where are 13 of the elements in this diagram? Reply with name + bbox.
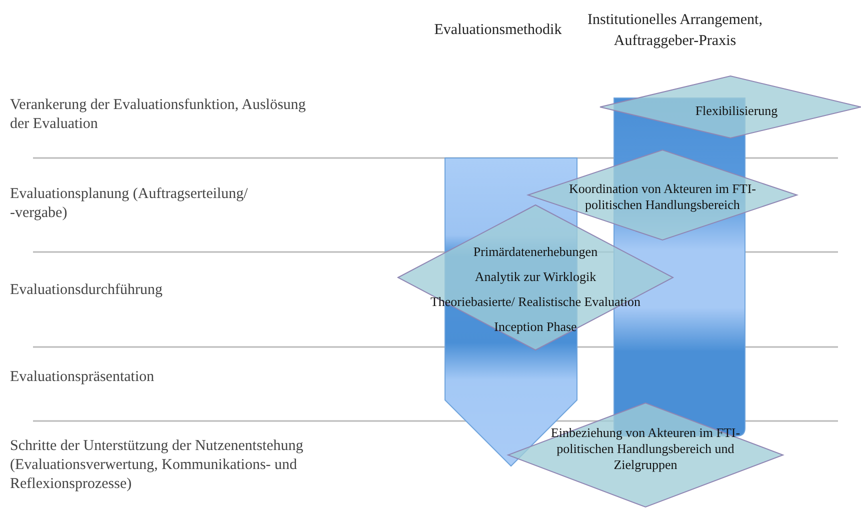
diamond-text: Primärdatenerhebungen xyxy=(473,244,598,260)
phase-label: Evaluationspräsentation xyxy=(10,368,156,387)
diamond-text: Einbeziehung von Akteuren im FTI-politischen Handlungsbereich und Zielgruppen xyxy=(550,425,742,473)
column-heading: Institutionelles Arrangement, Auftraggeber-Praxis xyxy=(586,11,764,51)
diamond-text: Flexibilisierung xyxy=(695,103,778,119)
diamond-text: Koordination von Akteuren im FTI-politischen Handlungsbereich xyxy=(568,181,758,213)
diamond-text: Inception Phase xyxy=(494,319,577,335)
diamond-text: Analytik zur Wirklogik xyxy=(474,269,596,285)
phase-label: Evaluationsplanung (Auftragserteilung/ -vergabe) xyxy=(10,185,249,223)
phase-label: Schritte der Unterstützung der Nutzenentstehung (Evaluationsverwertung, Kommunikations- und Reflexionsprozesse) xyxy=(10,437,304,494)
phase-label: Verankerung der Evaluationsfunktion, Auslösung der Evaluation xyxy=(10,96,307,134)
column-heading: Evaluationsmethodik xyxy=(433,21,563,40)
phase-label: Evaluationsdurchführung xyxy=(10,281,164,300)
